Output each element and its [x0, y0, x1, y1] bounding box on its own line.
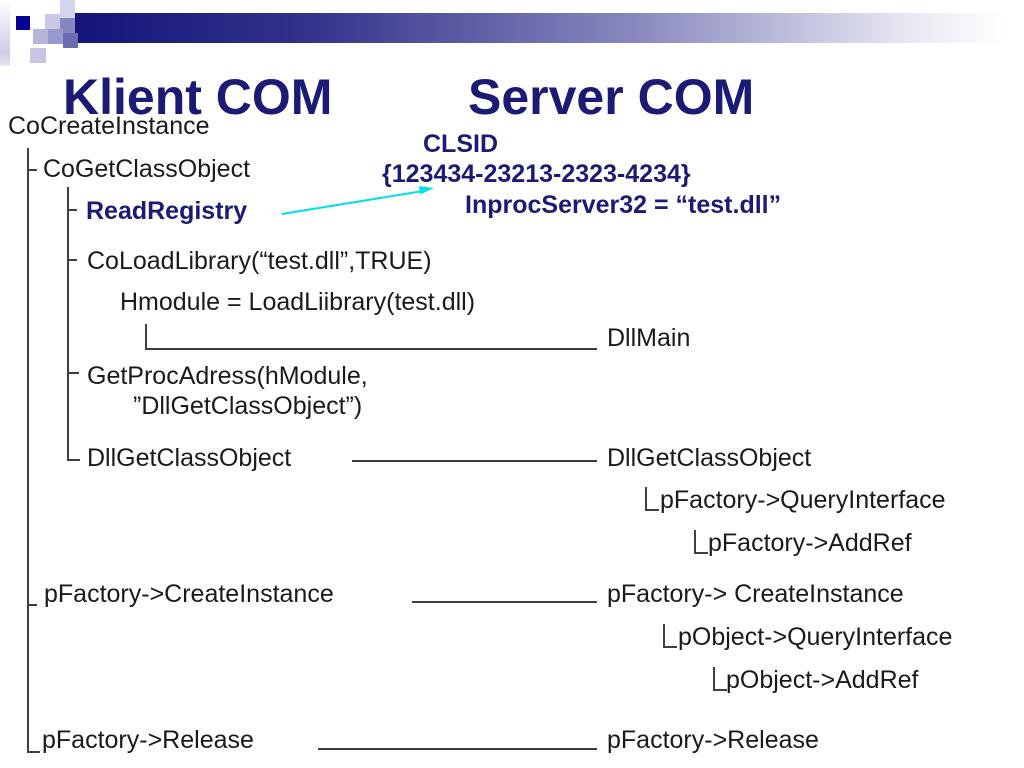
connector-hmodule-dllmain: [145, 348, 597, 350]
deco-square-medium-3: [48, 29, 63, 44]
deco-square-light-3: [30, 48, 46, 63]
registry-inprocserver: InprocServer32 = “test.dll”: [465, 191, 782, 219]
deco-square-dark: [16, 16, 30, 30]
tree-tick-getprocadress: [67, 372, 79, 374]
registry-clsid-value: {123434-23213-2323-4234}: [382, 160, 691, 188]
call-pfactory-createinstance-client: pFactory->CreateInstance: [44, 580, 334, 608]
deco-square-medium-1: [60, 18, 75, 33]
tree-line-main-vertical: [27, 148, 29, 753]
connector-pfactory-createinstance: [412, 601, 597, 603]
call-dllgetclassobject-server: DllGetClassObject: [607, 444, 812, 472]
elbow-pobject-queryinterface: [663, 624, 677, 648]
call-pfactory-release-server: pFactory->Release: [607, 726, 819, 754]
tree-tick-pfactory-createinstance: [27, 604, 37, 606]
header-gradient-bar: [73, 13, 1024, 43]
call-pfactory-release-client: pFactory->Release: [42, 726, 254, 754]
deco-square-medium-2: [33, 29, 48, 44]
elbow-pfactory-queryinterface: [645, 487, 659, 511]
connector-hmodule-vertical: [145, 324, 147, 350]
call-pobject-addref: pObject->AddRef: [726, 666, 919, 694]
call-dllgetclassobject-client: DllGetClassObject: [87, 444, 292, 472]
elbow-pobject-addref: [713, 667, 727, 691]
call-coloadlibrary: CoLoadLibrary(“test.dll”,TRUE): [87, 247, 432, 275]
client-column-title: Klient COM: [63, 69, 333, 125]
call-dllmain: DllMain: [607, 324, 691, 352]
call-getprocadress-line1: GetProcAdress(hModule,: [87, 362, 368, 390]
call-pfactory-addref: pFactory->AddRef: [708, 529, 912, 557]
call-hmodule-loadlibrary: Hmodule = LoadLiibrary(test.dll): [120, 288, 476, 316]
registry-clsid-label: CLSID: [423, 130, 498, 158]
call-cocreateinstance: CoCreateInstance: [8, 112, 210, 140]
tree-line-secondary-vertical: [67, 187, 69, 461]
tree-tick-cogetclassobject: [27, 169, 37, 171]
elbow-pfactory-addref: [694, 530, 708, 554]
server-column-title: Server COM: [468, 69, 755, 125]
tree-tick-readregistry: [67, 209, 77, 211]
deco-square-medium-4: [63, 33, 78, 48]
registry-lookup-arrow-icon: [281, 186, 434, 215]
call-cogetclassobject: CoGetClassObject: [43, 155, 251, 183]
call-pfactory-createinstance-server: pFactory-> CreateInstance: [607, 580, 904, 608]
connector-dllgetclassobject: [352, 460, 597, 462]
call-pobject-queryinterface: pObject->QueryInterface: [678, 623, 953, 651]
call-pfactory-queryinterface: pFactory->QueryInterface: [660, 486, 946, 514]
call-getprocadress-line2: ”DllGetClassObject”): [133, 392, 363, 420]
call-readregistry: ReadRegistry: [86, 197, 248, 225]
deco-square-light-2: [60, 0, 75, 18]
deco-square-light-1: [45, 14, 60, 29]
tree-tick-coloadlibrary: [67, 259, 77, 261]
tree-foot-pfactory-release: [27, 751, 40, 753]
connector-pfactory-release: [318, 748, 597, 750]
left-gradient-strip: [0, 0, 10, 66]
tree-foot-dllgetclassobject: [67, 459, 80, 461]
